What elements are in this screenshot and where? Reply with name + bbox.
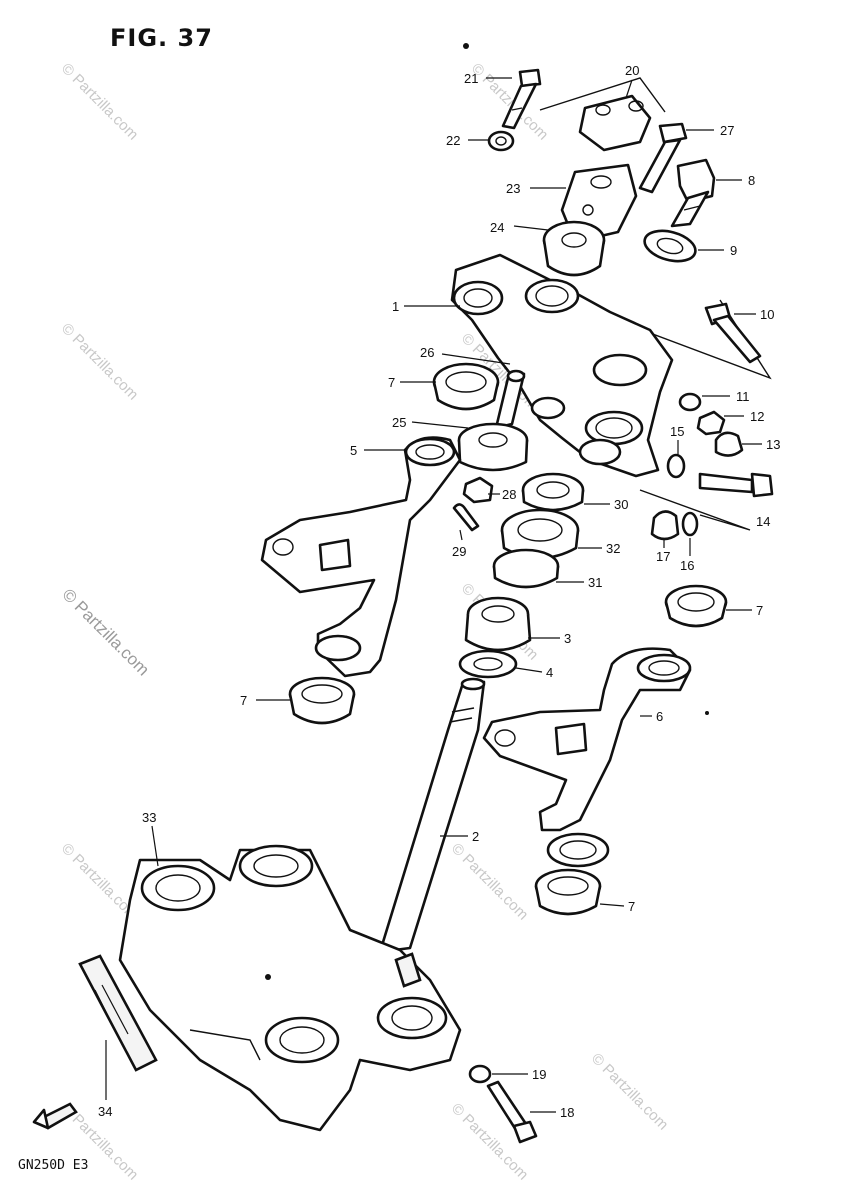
callout-15: 15 <box>670 424 684 439</box>
cap-nut-13 <box>714 431 744 457</box>
washer-9 <box>643 229 697 263</box>
washer-15 <box>666 453 686 479</box>
callout-14: 14 <box>756 514 770 529</box>
bolt-8 <box>670 158 716 228</box>
callout-28: 28 <box>502 487 516 502</box>
callout-11: 11 <box>736 389 750 404</box>
bolt-10 <box>704 302 762 364</box>
callout-2: 2 <box>472 829 479 844</box>
bolt-18 <box>486 1080 538 1144</box>
callout-24: 24 <box>490 220 504 235</box>
callout-10: 10 <box>760 307 774 322</box>
callout-22: 22 <box>446 133 460 148</box>
callout-19: 19 <box>532 1067 546 1082</box>
callout-7-d: 7 <box>628 899 635 914</box>
steering-stem-2 <box>378 677 486 954</box>
washer-4 <box>458 649 518 679</box>
bolt-27 <box>638 122 688 194</box>
callout-9: 9 <box>730 243 737 258</box>
washer-11 <box>678 392 702 412</box>
label-plate-34 <box>78 954 158 1072</box>
front-direction-arrow-icon <box>32 1102 78 1130</box>
callout-1: 1 <box>392 299 399 314</box>
washer-16 <box>681 511 699 537</box>
callout-16: 16 <box>680 558 694 573</box>
callout-4: 4 <box>546 665 553 680</box>
callout-33: 33 <box>142 810 156 825</box>
callout-7-a: 7 <box>388 375 395 390</box>
bolt-21 <box>501 68 542 130</box>
callout-7-c: 7 <box>240 693 247 708</box>
stray-marks <box>265 43 709 980</box>
callout-21: 21 <box>464 71 478 86</box>
callout-27: 27 <box>720 123 734 138</box>
callout-18: 18 <box>560 1105 574 1120</box>
cushion-3 <box>464 596 532 652</box>
cushion-24 <box>542 220 606 277</box>
callout-20: 20 <box>625 63 639 78</box>
callout-30: 30 <box>614 497 628 512</box>
stem-nut-25 <box>457 422 529 472</box>
callout-5: 5 <box>350 443 357 458</box>
leader-lines <box>105 77 762 1113</box>
lower-bracket-33 <box>118 844 462 1132</box>
washer-22 <box>487 130 515 152</box>
callout-labels: 21 20 22 27 8 23 24 9 1 10 26 7 11 12 25… <box>98 63 780 1120</box>
figure-title: FIG. 37 <box>110 24 213 52</box>
cushion-7-d <box>534 868 602 916</box>
nut-12 <box>696 410 726 436</box>
callout-25: 25 <box>392 415 406 430</box>
headlight-bracket-right-6 <box>482 647 692 868</box>
callout-17: 17 <box>656 549 670 564</box>
cushion-7-b <box>664 584 728 628</box>
callout-26: 26 <box>420 345 434 360</box>
callout-31: 31 <box>588 575 602 590</box>
bolt-14 <box>639 472 774 531</box>
washer-19 <box>468 1064 492 1084</box>
race-31 <box>492 548 560 589</box>
cushion-7-a <box>432 362 500 411</box>
callout-34: 34 <box>98 1104 112 1119</box>
callout-32: 32 <box>606 541 620 556</box>
cap-17 <box>650 510 680 541</box>
model-code: GN250D E3 <box>18 1158 89 1173</box>
callout-3: 3 <box>564 631 571 646</box>
cushion-7-c <box>288 676 356 725</box>
nut-28 <box>462 476 494 504</box>
cotter-pin-29 <box>452 503 480 532</box>
headlight-bracket-left-5 <box>260 436 462 678</box>
callout-12: 12 <box>750 409 764 424</box>
handlebar-holder-upper <box>539 77 666 152</box>
callout-13: 13 <box>766 437 780 452</box>
callout-7-b: 7 <box>756 603 763 618</box>
callout-6: 6 <box>656 709 663 724</box>
callout-8: 8 <box>748 173 755 188</box>
seal-30 <box>521 472 585 512</box>
callout-29: 29 <box>452 544 466 559</box>
callout-23: 23 <box>506 181 520 196</box>
stem-bolt-26 <box>494 369 526 430</box>
upper-bracket-1 <box>450 253 772 478</box>
